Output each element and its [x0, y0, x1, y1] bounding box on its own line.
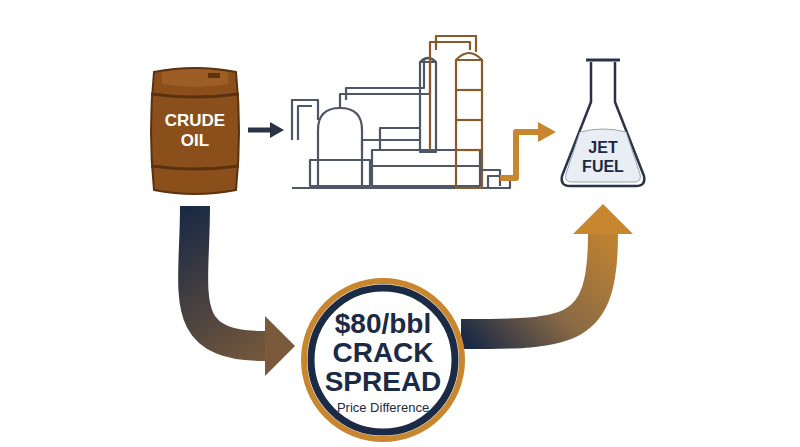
- jet-fuel-flask: JET FUEL: [554, 44, 652, 192]
- refinery-drawing: [292, 36, 510, 188]
- flow-arrow: [461, 204, 633, 334]
- crude-barrel: CRUDE OIL: [148, 64, 242, 198]
- node-label: CRUDE OIL: [159, 111, 231, 152]
- crack-spread-circle: $80/bbl CRACK SPREAD Price Difference: [301, 278, 465, 442]
- input-arrow: [248, 122, 284, 138]
- output-arrow: [500, 122, 556, 178]
- flow-arrow: [193, 206, 295, 376]
- value-caption: Price Difference: [337, 400, 429, 416]
- value-heading: $80/bbl CRACK SPREAD: [324, 309, 442, 397]
- node-label: JET FUEL: [575, 139, 631, 176]
